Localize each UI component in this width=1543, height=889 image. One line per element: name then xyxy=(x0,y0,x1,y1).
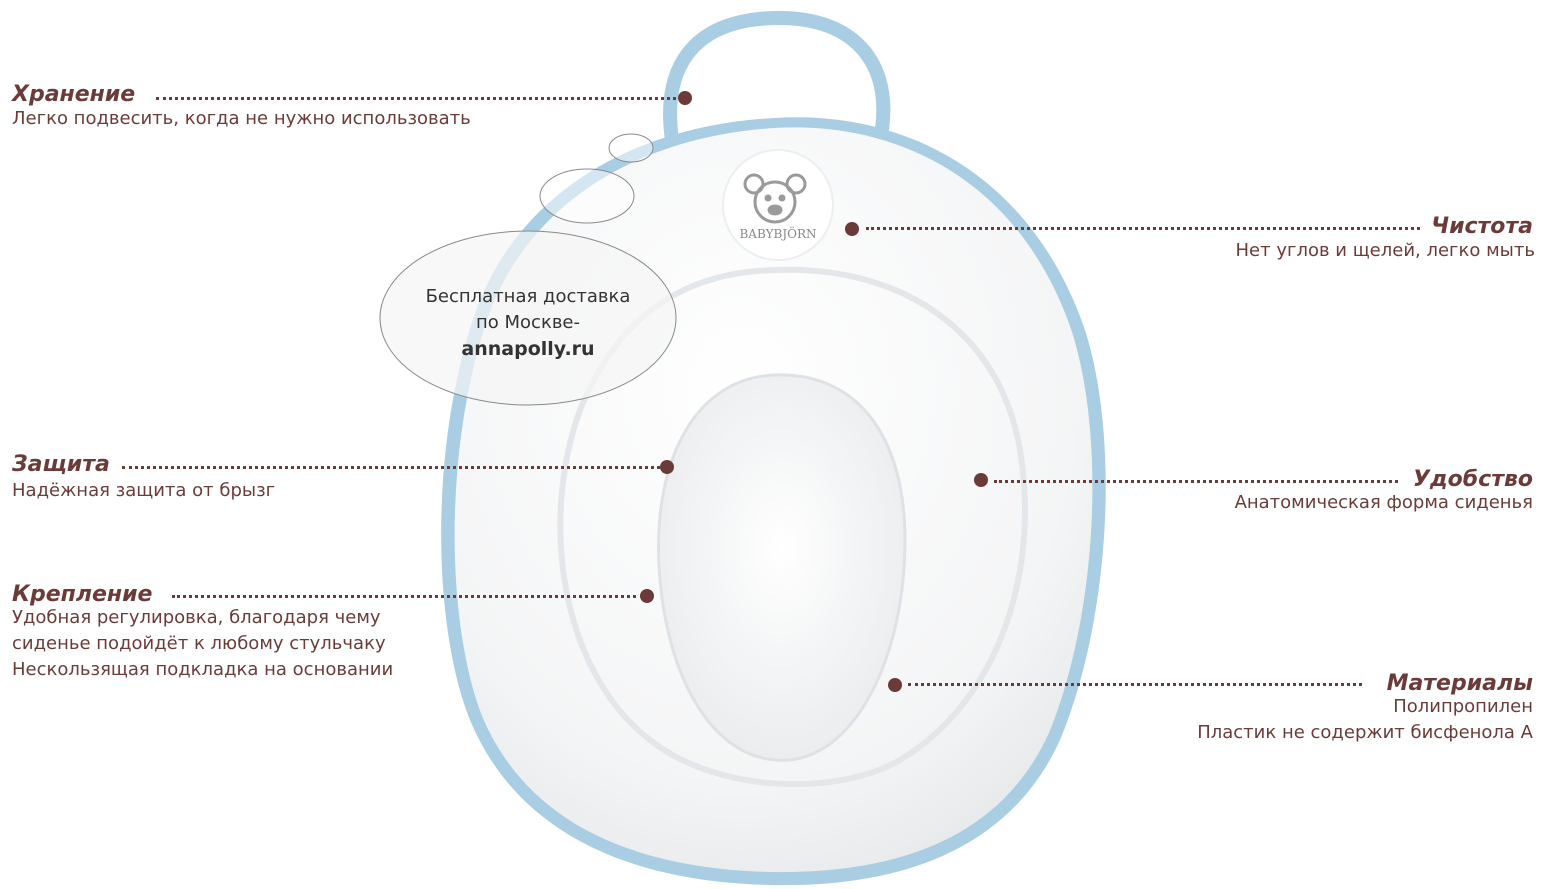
feature-desc-cleanliness: Нет углов и щелей, легко мыть xyxy=(1235,240,1535,261)
leader-line xyxy=(156,97,676,100)
feature-desc-mounting-2: сиденье подойдёт к любому стульчаку xyxy=(12,633,386,654)
feature-desc-mounting-1: Удобная регулировка, благодаря чему xyxy=(12,607,381,628)
seat-hole xyxy=(657,373,907,762)
promo-link[interactable]: annapolly.ru xyxy=(461,338,595,360)
leader-line xyxy=(122,466,660,469)
feature-desc-mounting-3: Нескользящая подкладка на основании xyxy=(12,659,394,680)
promo-bubble xyxy=(379,230,677,406)
feature-title-comfort: Удобство xyxy=(1412,467,1533,492)
callout-dot xyxy=(660,460,674,474)
feature-desc-materials-1: Полипропилен xyxy=(1393,696,1533,717)
feature-desc-storage: Легко подвесить, когда не нужно использо… xyxy=(12,108,471,129)
feature-desc-comfort: Анатомическая форма сиденья xyxy=(1234,492,1533,513)
feature-title-mounting: Крепление xyxy=(12,582,153,607)
logo-text: BABYBJÖRN xyxy=(739,225,816,241)
feature-desc-protection: Надёжная защита от брызг xyxy=(12,480,276,501)
leader-line xyxy=(172,595,636,598)
feature-desc-materials-2: Пластик не содержит бисфенола А xyxy=(1197,722,1533,743)
callout-dot xyxy=(678,91,692,105)
promo-line-2: по Москве- xyxy=(476,312,580,333)
feature-title-protection: Защита xyxy=(12,452,110,477)
feature-title-materials: Материалы xyxy=(1386,671,1533,696)
leader-line xyxy=(866,227,1420,230)
leader-line xyxy=(994,480,1398,483)
callout-dot xyxy=(888,678,902,692)
feature-title-cleanliness: Чистота xyxy=(1431,214,1533,239)
leader-line xyxy=(908,683,1362,686)
callout-dot xyxy=(640,589,654,603)
promo-text: Бесплатная доставка по Москве- annapolly… xyxy=(380,284,676,363)
handle xyxy=(663,10,891,147)
callout-dot xyxy=(845,222,859,236)
bear-icon xyxy=(743,173,807,224)
callout-dot xyxy=(974,473,988,487)
feature-title-storage: Хранение xyxy=(12,82,136,107)
promo-line-1: Бесплатная доставка xyxy=(425,286,631,307)
